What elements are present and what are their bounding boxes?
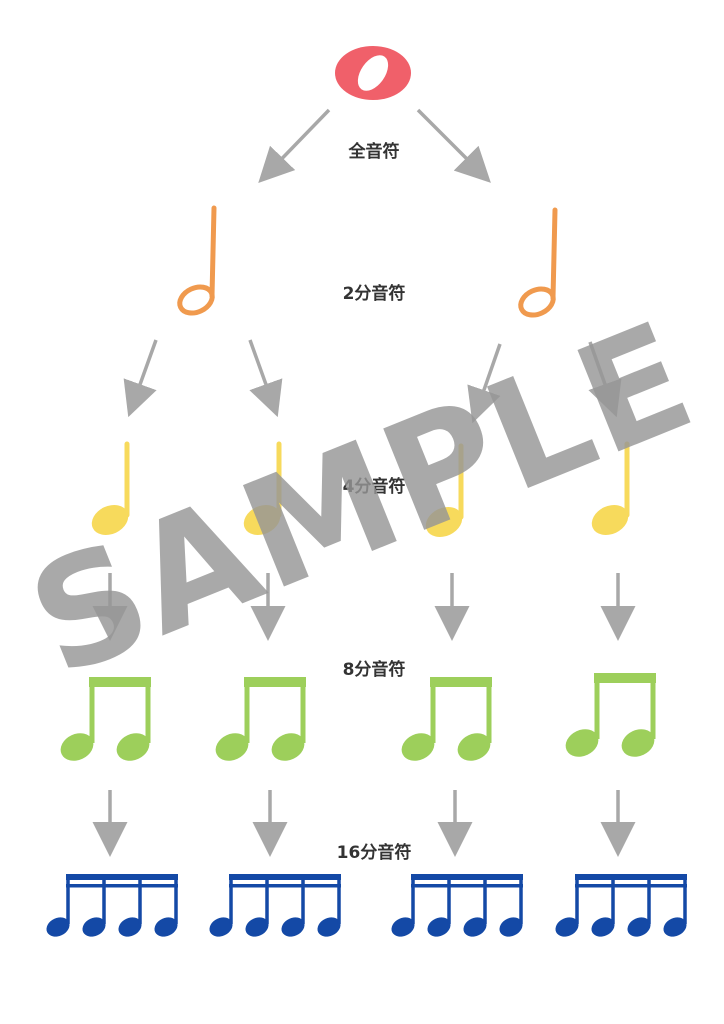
half-note-icon: [518, 207, 558, 318]
eighth-note-label: 8分音符: [342, 660, 406, 680]
arrow-icon: [248, 339, 283, 418]
arrow-icon: [416, 108, 491, 183]
sixteenth-note-icon: [391, 874, 523, 937]
half-note-label: 2分音符: [342, 284, 406, 304]
quarter-note-label: 4分音符: [342, 477, 406, 497]
arrow-icon: [258, 108, 331, 184]
sixteenth-note-label: 16分音符: [336, 843, 412, 863]
quarter-note-icon: [243, 441, 282, 536]
whole-note-label: 全音符: [348, 142, 400, 162]
sixteenth-note-icon: [46, 874, 178, 937]
arrow-icon: [467, 343, 502, 424]
eighth-note-icon: [215, 677, 306, 761]
quarter-note-icon: [91, 441, 130, 536]
eighth-note-icon: [60, 677, 151, 761]
quarter-note-icon: [425, 443, 464, 538]
quarter-note-icon: [591, 441, 630, 536]
eighth-note-icon: [565, 673, 656, 757]
half-note-icon: [177, 205, 217, 316]
eighth-note-icon: [401, 677, 492, 761]
sixteenth-note-icon: [209, 874, 341, 937]
arrows-layer: [92, 108, 636, 857]
whole-note-icon: [335, 46, 411, 100]
arrow-icon: [588, 341, 622, 418]
notes-layer: [46, 46, 687, 937]
arrow-icon: [123, 339, 158, 418]
sixteenth-note-icon: [555, 874, 687, 937]
